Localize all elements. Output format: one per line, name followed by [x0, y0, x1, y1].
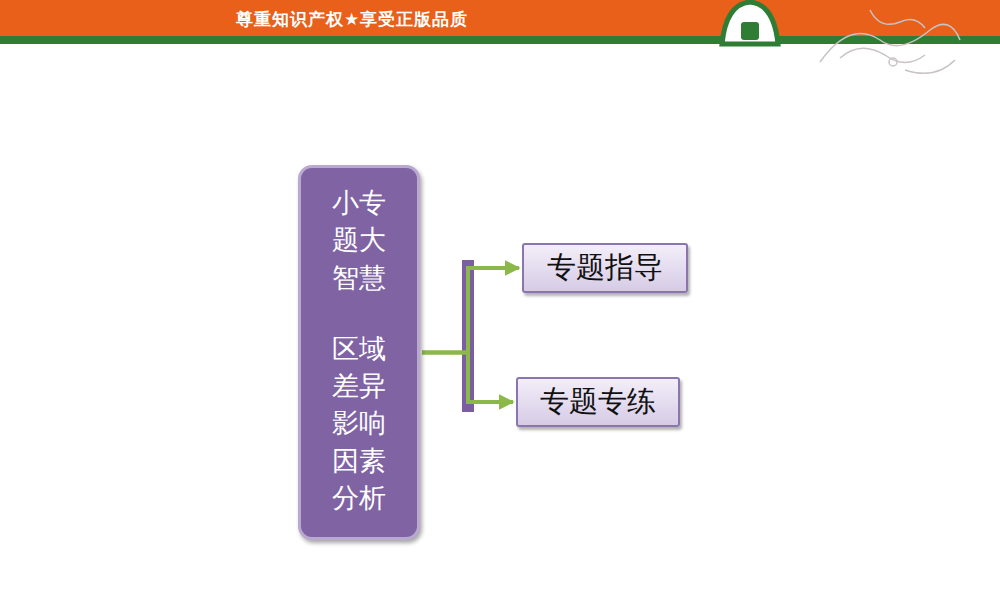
vertical-title: 区域差异影响因素分析: [332, 330, 386, 516]
scroll-label: 专题专练: [540, 382, 656, 422]
topic-box: 小专题大智慧区域差异影响因素分析: [298, 165, 420, 540]
branch-arrow: [422, 353, 513, 403]
scroll-banner: 专题指导: [522, 243, 688, 293]
logo-square: [741, 22, 759, 40]
logo-arch: [722, 2, 778, 44]
branch-arrow: [422, 268, 519, 353]
swirl-ornament: [820, 10, 960, 73]
green-stripe: [0, 36, 1000, 44]
vertical-title: 小专题大智慧: [332, 184, 386, 296]
scroll-banner: 专题专练: [516, 377, 680, 427]
top-banner: [0, 0, 1000, 37]
banner-text: 尊重知识产权★享受正版品质: [236, 8, 468, 31]
scroll-label: 专题指导: [547, 248, 663, 288]
